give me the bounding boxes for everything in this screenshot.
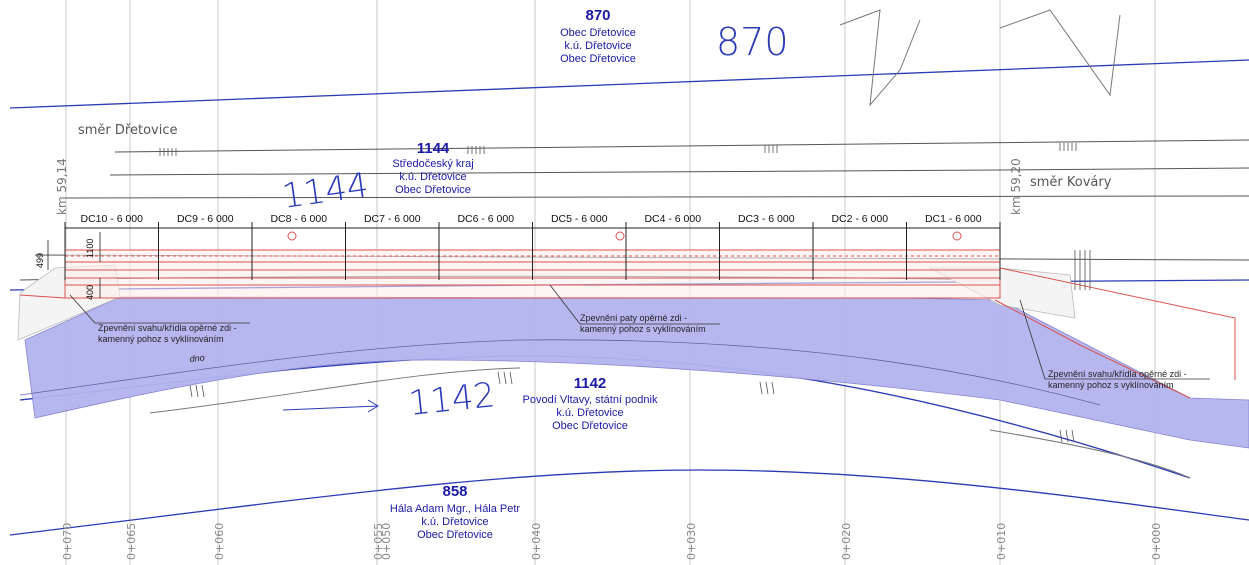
direction-right: směr Kováry (1030, 175, 1112, 190)
dimension-400: 400 (85, 285, 95, 300)
chainage-label: 0+000 (1150, 523, 1163, 560)
parcel-1142-line2: k.ú. Dřetovice (556, 407, 623, 419)
note-leaders (69, 284, 1210, 380)
km-mark-left: km 59,14 (55, 158, 69, 215)
parcel-870-line1: Obec Dřetovice (560, 27, 636, 39)
segment-label: DC8 - 6 000 (270, 213, 327, 225)
segment-label: DC5 - 6 000 (551, 213, 608, 225)
segment-label: DC3 - 6 000 (738, 213, 795, 225)
km-mark-right: km 59,20 (1009, 158, 1023, 215)
parcel-1142-line3: Obec Dřetovice (552, 420, 628, 432)
parcel-870-line3: Obec Dřetovice (560, 53, 636, 65)
parcel-1142-line1: Povodí Vltavy, státní podnik (523, 394, 658, 406)
flow-arrow (282, 399, 379, 413)
chainage-label: 0+050 (380, 523, 393, 560)
chainage-label: 0+060 (213, 523, 226, 560)
chainage-label: 0+070 (61, 523, 74, 560)
parcel-858-line2: k.ú. Dřetovice (421, 516, 488, 528)
chainage-label: 0+055 (372, 523, 385, 560)
parcel-1144-line3: Obec Dřetovice (395, 184, 471, 196)
segment-label: DC7 - 6 000 (364, 213, 421, 225)
note-left-line2: kamenný pohoz s vyklínováním (98, 334, 224, 344)
river-area (24, 296, 1249, 449)
culvert-marks (159, 143, 1091, 443)
dimension-499: 499 (35, 253, 45, 268)
parcel-1144-line2: k.ú. Dřetovice (399, 171, 466, 183)
chainage-label: 0+030 (685, 523, 698, 560)
parcel-1144-line1: Středočeský kraj (392, 158, 473, 170)
parcel-1142-number: 1142 (574, 375, 607, 392)
parcel-858-number: 858 (442, 483, 467, 500)
riverbed-label: dno (189, 352, 205, 364)
chainage-label: 0+065 (125, 523, 138, 560)
handwritten-870: 870 (716, 20, 789, 64)
segment-label: DC9 - 6 000 (177, 213, 234, 225)
wall-markers (287, 231, 962, 241)
aux-lines (149, 9, 1191, 479)
note-left-line1: Zpevnění svahu/křídla opěrné zdi - (98, 323, 237, 333)
note-right-line1: Zpevnění svahu/křídla opěrné zdi - (1048, 369, 1187, 379)
drawing-text: 870 Obec Dřetovice k.ú. Dřetovice Obec D… (35, 7, 1187, 541)
vertical-dimensions (47, 232, 101, 298)
parcel-870-line2: k.ú. Dřetovice (564, 40, 631, 52)
direction-left: směr Dřetovice (78, 123, 177, 138)
segment-label: DC10 - 6 000 (81, 213, 144, 225)
chainage-label: 0+040 (530, 523, 543, 560)
chainage-label: 0+020 (840, 523, 853, 560)
segment-label: DC2 - 6 000 (831, 213, 888, 225)
parcel-1144-number: 1144 (417, 140, 450, 157)
segment-labels: DC10 - 6 000 DC9 - 6 000 DC8 - 6 000 DC7 - … (81, 213, 982, 225)
segment-label: DC6 - 6 000 (457, 213, 514, 225)
chainage-label: 0+010 (995, 523, 1008, 560)
parcel-858-line3: Obec Dřetovice (417, 529, 493, 541)
handwritten-1142: 1142 (407, 375, 497, 424)
segment-label: DC1 - 6 000 (925, 213, 982, 225)
chainage-labels: 0+070 0+065 0+060 0+055 0+040 0+030 0+020 0+010… (61, 523, 1163, 560)
note-right-line2: kamenný pohoz s vyklínováním (1048, 380, 1174, 390)
note-center-line1: Zpevnění paty opěrné zdi - (580, 313, 687, 323)
dimension-1100: 1100 (85, 239, 95, 258)
parcel-858-line1: Hála Adam Mgr., Hála Petr (390, 503, 521, 515)
river-centerline (19, 339, 1101, 406)
segment-dividers (64, 222, 1001, 280)
parcel-870-number: 870 (585, 7, 610, 24)
note-center-line2: kamenný pohoz s vyklínováním (580, 324, 706, 334)
segment-label: DC4 - 6 000 (644, 213, 701, 225)
